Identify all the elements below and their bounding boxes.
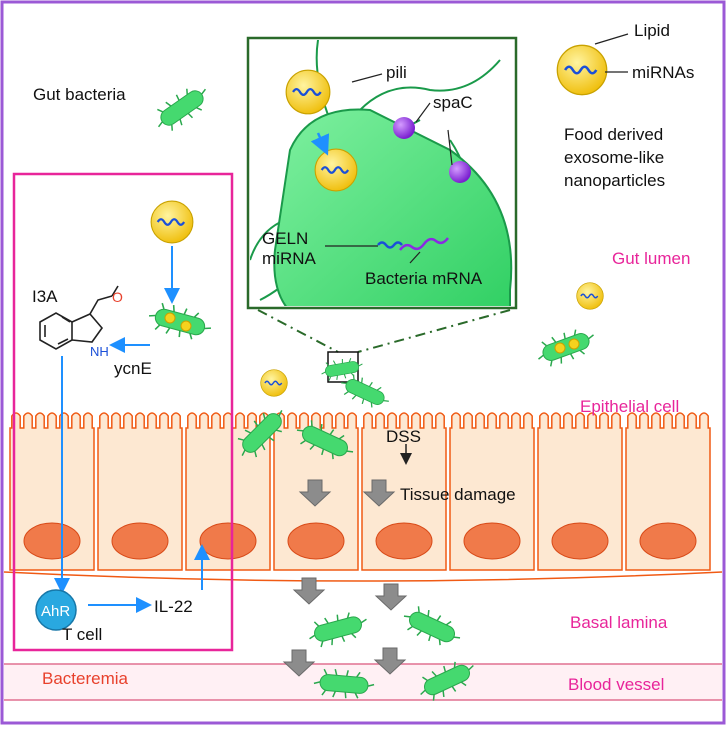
geln-label-2: miRNA — [262, 249, 316, 268]
food-derived-label-3: nanoparticles — [564, 171, 665, 190]
spac-protein — [393, 117, 415, 139]
food-derived-label-2: exosome-like — [564, 148, 664, 167]
spac-label: spaC — [433, 93, 473, 112]
pili-label: pili — [386, 63, 407, 82]
basal-lamina-line — [3, 571, 723, 582]
gut-lumen-label: Gut lumen — [612, 249, 690, 268]
t-cell-label: T cell — [62, 625, 102, 644]
geln-mirna — [377, 241, 403, 249]
food-derived-label-1: Food derived — [564, 125, 663, 144]
epithelial-cell-layer — [9, 412, 711, 571]
bacteria-mrna-label: Bacteria mRNA — [365, 269, 483, 288]
ahr-label: AhR — [41, 603, 70, 620]
epithelial-cell-label: Epithelial cell — [580, 397, 679, 416]
basal-lamina-label: Basal lamina — [570, 613, 668, 632]
lipid-label: Lipid — [634, 21, 670, 40]
ycne-label: ycnE — [114, 359, 152, 378]
zoom-inset — [246, 36, 518, 310]
cell-nucleus — [287, 522, 345, 560]
ahr-circle — [35, 589, 77, 631]
mirnas-label: miRNAs — [632, 63, 694, 82]
cell-nucleus — [111, 522, 169, 560]
mechanism-box — [12, 172, 234, 652]
spac-protein — [449, 161, 471, 183]
bacteremia-label: Bacteremia — [42, 669, 129, 688]
cell-nucleus — [639, 522, 697, 560]
blood-vessel-label: Blood vessel — [568, 675, 664, 694]
i3a-structure — [39, 285, 119, 350]
cell-nucleus — [375, 522, 433, 560]
dss-label: DSS — [386, 427, 421, 446]
gray-arrows — [282, 479, 408, 677]
cell-nucleus — [23, 522, 81, 560]
bacteria-mrna — [399, 237, 449, 251]
oxygen-label: O — [112, 289, 123, 305]
tissue-damage-label: Tissue damage — [400, 485, 516, 504]
cell-nucleus — [463, 522, 521, 560]
geln-label-1: GELN — [262, 229, 308, 248]
i3a-label: I3A — [32, 287, 58, 306]
gut-bacteria-label: Gut bacteria — [33, 85, 126, 104]
il22-label: IL-22 — [154, 597, 193, 616]
nanoparticle-legend — [555, 43, 609, 96]
nh-label: NH — [90, 344, 109, 359]
cell-nucleus — [199, 522, 257, 560]
cell-nucleus — [551, 522, 609, 560]
